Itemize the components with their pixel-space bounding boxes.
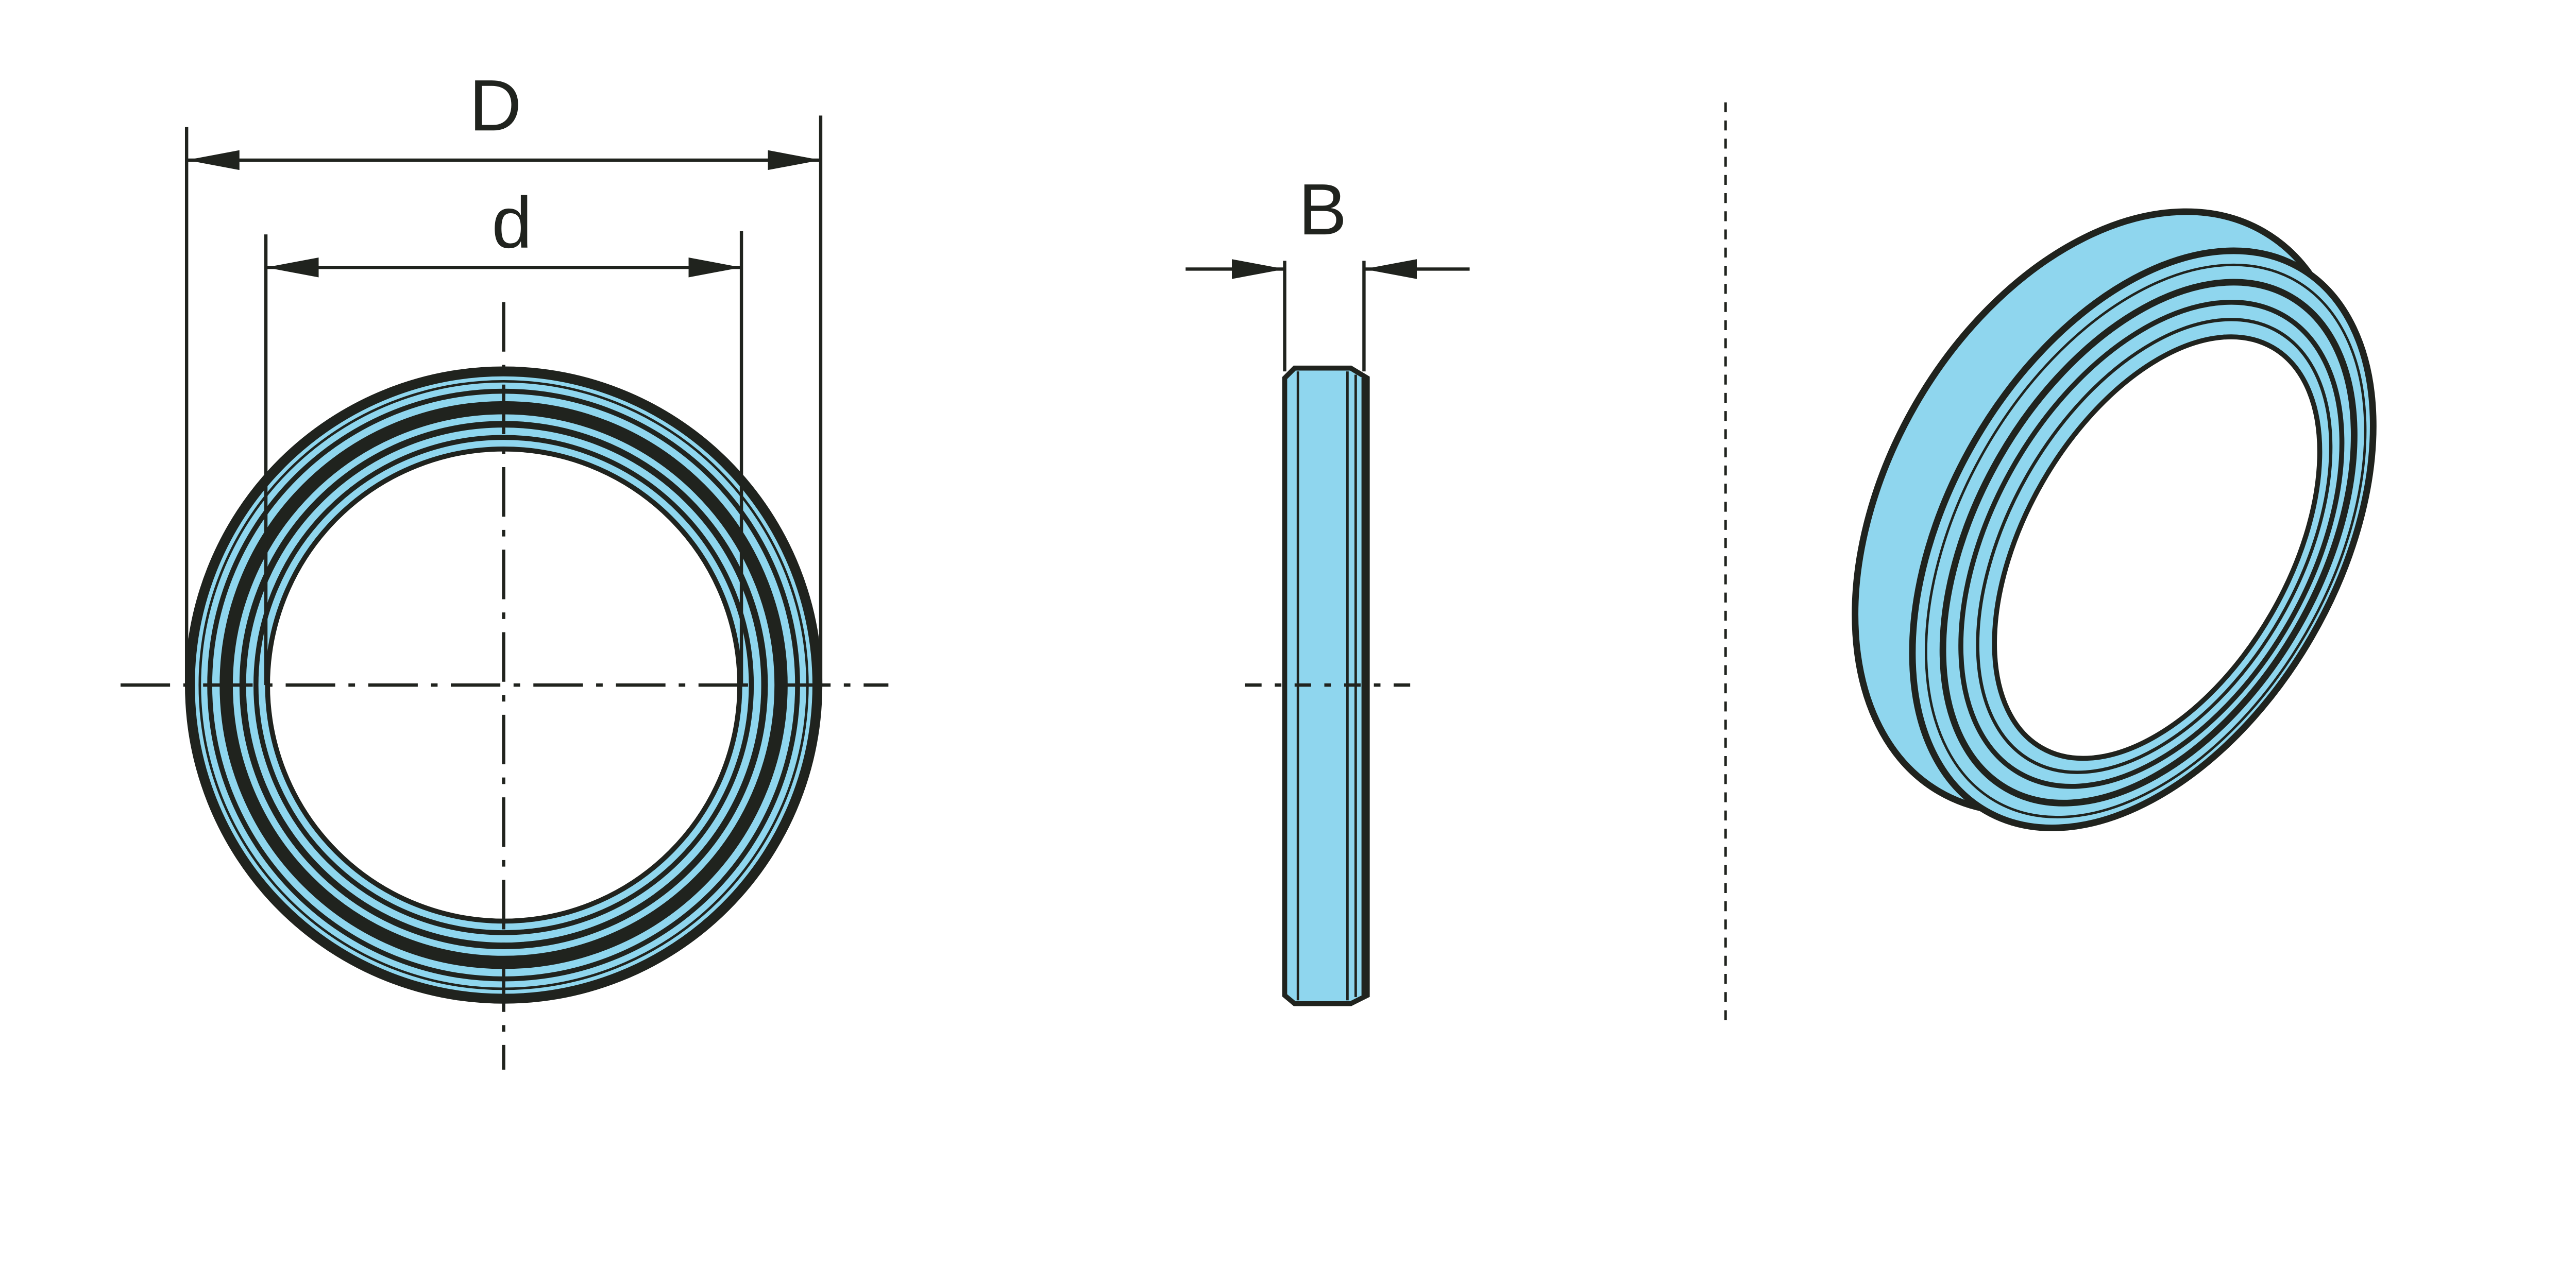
width-label: B: [1298, 168, 1347, 250]
front-view: [120, 302, 889, 1070]
outer-diameter-label: D: [469, 64, 522, 146]
isometric-view: [1852, 208, 2377, 831]
dimension-d: d: [264, 182, 743, 686]
side-view: [1245, 365, 1417, 1006]
dimension-B: B: [1185, 168, 1470, 372]
dimension-D: D: [184, 64, 823, 686]
ring-technical-drawing: D d B: [120, 64, 2377, 1070]
inner-diameter-label: d: [492, 182, 532, 263]
